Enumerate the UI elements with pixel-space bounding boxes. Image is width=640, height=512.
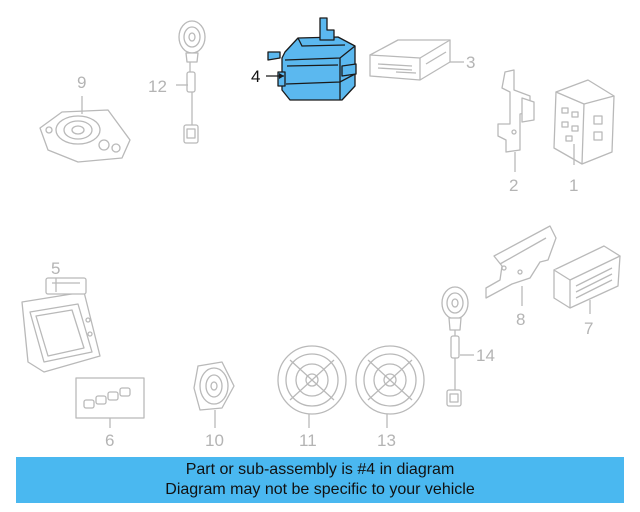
part-5-display-unit[interactable] bbox=[21, 277, 101, 373]
info-banner: Part or sub-assembly is #4 in diagram Di… bbox=[16, 457, 624, 503]
banner-line-2: Diagram may not be specific to your vehi… bbox=[165, 481, 475, 498]
part-12-tweeter[interactable] bbox=[178, 20, 206, 144]
callout-9: 9 bbox=[77, 73, 86, 92]
part-11-speaker[interactable] bbox=[277, 345, 347, 415]
callout-2: 2 bbox=[509, 176, 518, 195]
callout-10: 10 bbox=[205, 431, 224, 450]
part-2-bracket[interactable] bbox=[497, 69, 535, 153]
callout-13: 13 bbox=[377, 431, 396, 450]
callout-8: 8 bbox=[516, 310, 525, 329]
banner-line-1: Part or sub-assembly is #4 in diagram bbox=[185, 461, 455, 478]
callout-11: 11 bbox=[299, 431, 317, 450]
part-13-speaker[interactable] bbox=[355, 345, 425, 415]
callout-4: 4 bbox=[251, 67, 260, 86]
callout-6: 6 bbox=[105, 431, 114, 450]
part-3-receiver[interactable] bbox=[369, 39, 451, 81]
callout-7: 7 bbox=[584, 319, 593, 338]
callout-14: 14 bbox=[476, 346, 495, 365]
part-8-bracket[interactable] bbox=[485, 225, 557, 299]
part-10-speaker[interactable] bbox=[193, 361, 235, 411]
leader-4-arrow bbox=[279, 73, 284, 79]
part-6-switch-panel[interactable] bbox=[75, 377, 145, 419]
callout-12: 12 bbox=[148, 77, 167, 96]
part-7-amplifier[interactable] bbox=[553, 245, 621, 309]
part-9-speaker[interactable] bbox=[39, 109, 131, 163]
part-4-module[interactable] bbox=[267, 17, 357, 101]
callout-1: 1 bbox=[569, 176, 578, 195]
callout-3: 3 bbox=[466, 53, 475, 72]
part-14-tweeter[interactable] bbox=[441, 286, 469, 407]
callout-5: 5 bbox=[51, 259, 60, 278]
part-1-control-module[interactable] bbox=[553, 79, 615, 165]
